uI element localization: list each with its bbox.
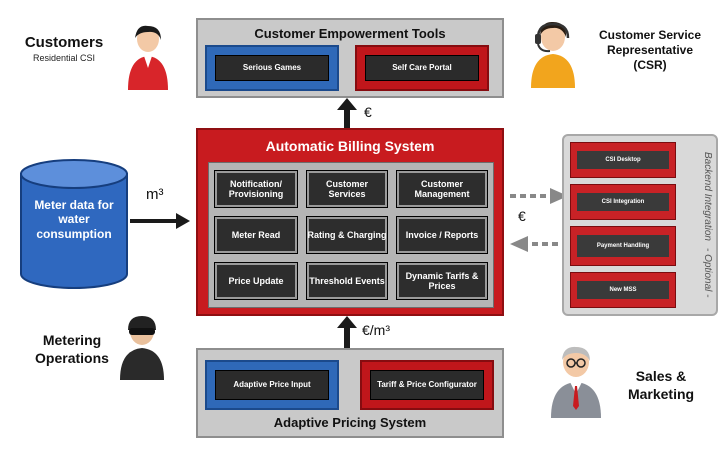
backend-item-new-mss[interactable]: New MSS xyxy=(570,272,676,308)
csr-person-icon xyxy=(531,21,575,88)
backend-integration-optional: - Optional - xyxy=(702,248,713,298)
csr-label-line2: Representative xyxy=(606,43,694,57)
sales-line1: Sales & xyxy=(635,368,687,384)
csr-label-line3: (CSR) xyxy=(633,58,667,72)
up-arrow-to-empowerment xyxy=(337,98,357,130)
csi-integration-label: CSI Integration xyxy=(577,193,669,211)
pricing-title: Adaptive Pricing System xyxy=(273,415,427,430)
empowerment-title: Customer Empowerment Tools xyxy=(254,26,446,41)
metering-line1: Metering xyxy=(42,332,102,348)
csi-desktop-label: CSI Desktop xyxy=(577,151,669,169)
euro-label-backend: € xyxy=(518,208,526,224)
euro-label-top: € xyxy=(364,104,372,120)
euro-per-m3-label: €/m³ xyxy=(362,322,390,338)
backend-integration-label: Backend Integration - Optional - xyxy=(683,140,713,310)
dashed-arrow-to-backend xyxy=(510,188,568,204)
meter-data-cylinder-icon xyxy=(20,159,128,289)
right-arrow-meter-to-billing xyxy=(130,213,190,229)
up-arrow-pricing-to-billing xyxy=(337,316,357,348)
billing-cell-customer-services[interactable]: Customer Services xyxy=(306,170,388,208)
tariff-price-configurator-button[interactable]: Tariff & Price Configurator xyxy=(370,370,484,400)
billing-title: Automatic Billing System xyxy=(265,138,435,154)
billing-cell-customer-management[interactable]: Customer Management xyxy=(396,170,488,208)
payment-handling-label: Payment Handling xyxy=(577,235,669,257)
self-care-portal-button[interactable]: Self Care Portal xyxy=(365,55,479,81)
backend-item-csi-integration[interactable]: CSI Integration xyxy=(570,184,676,220)
new-mss-label: New MSS xyxy=(577,281,669,299)
billing-cell-price-update[interactable]: Price Update xyxy=(214,262,298,300)
sales-marketing-label: Sales & Marketing xyxy=(606,368,716,403)
billing-cell-threshold-events[interactable]: Threshold Events xyxy=(306,262,388,300)
billing-cell-meter-read[interactable]: Meter Read xyxy=(214,216,298,254)
m3-label: m³ xyxy=(146,186,164,203)
csr-label: Customer Service Representative (CSR) xyxy=(580,28,720,73)
billing-cell-notification[interactable]: Notification/ Provisioning xyxy=(214,170,298,208)
customer-person-icon xyxy=(128,25,168,90)
adaptive-price-input-frame[interactable]: Adaptive Price Input xyxy=(205,360,339,410)
billing-cell-rating-charging[interactable]: Rating & Charging xyxy=(306,216,388,254)
metering-line2: Operations xyxy=(35,349,109,366)
adaptive-price-input-button[interactable]: Adaptive Price Input xyxy=(215,370,329,400)
dashed-arrow-from-backend xyxy=(510,236,568,252)
billing-cell-dynamic-tariffs[interactable]: Dynamic Tarifs & Prices xyxy=(396,262,488,300)
sales-line2: Marketing xyxy=(627,385,695,402)
metering-operations-label: Metering Operations xyxy=(24,332,120,367)
serious-games-frame[interactable]: Serious Games xyxy=(205,45,339,91)
backend-item-csi-desktop[interactable]: CSI Desktop xyxy=(570,142,676,178)
serious-games-button[interactable]: Serious Games xyxy=(215,55,329,81)
billing-cell-invoice-reports[interactable]: Invoice / Reports xyxy=(396,216,488,254)
backend-integration-title: Backend Integration xyxy=(702,152,713,242)
tariff-price-configurator-frame[interactable]: Tariff & Price Configurator xyxy=(360,360,494,410)
sales-person-icon xyxy=(551,346,601,418)
metering-operator-icon xyxy=(120,316,164,380)
self-care-portal-frame[interactable]: Self Care Portal xyxy=(355,45,489,91)
customers-sublabel: Residential CSI xyxy=(32,53,96,63)
csr-label-line1: Customer Service xyxy=(598,28,702,42)
meter-data-text: Meter data for water consumption xyxy=(34,198,114,241)
backend-item-payment-handling[interactable]: Payment Handling xyxy=(570,226,676,266)
customers-label: Customers xyxy=(24,34,104,51)
